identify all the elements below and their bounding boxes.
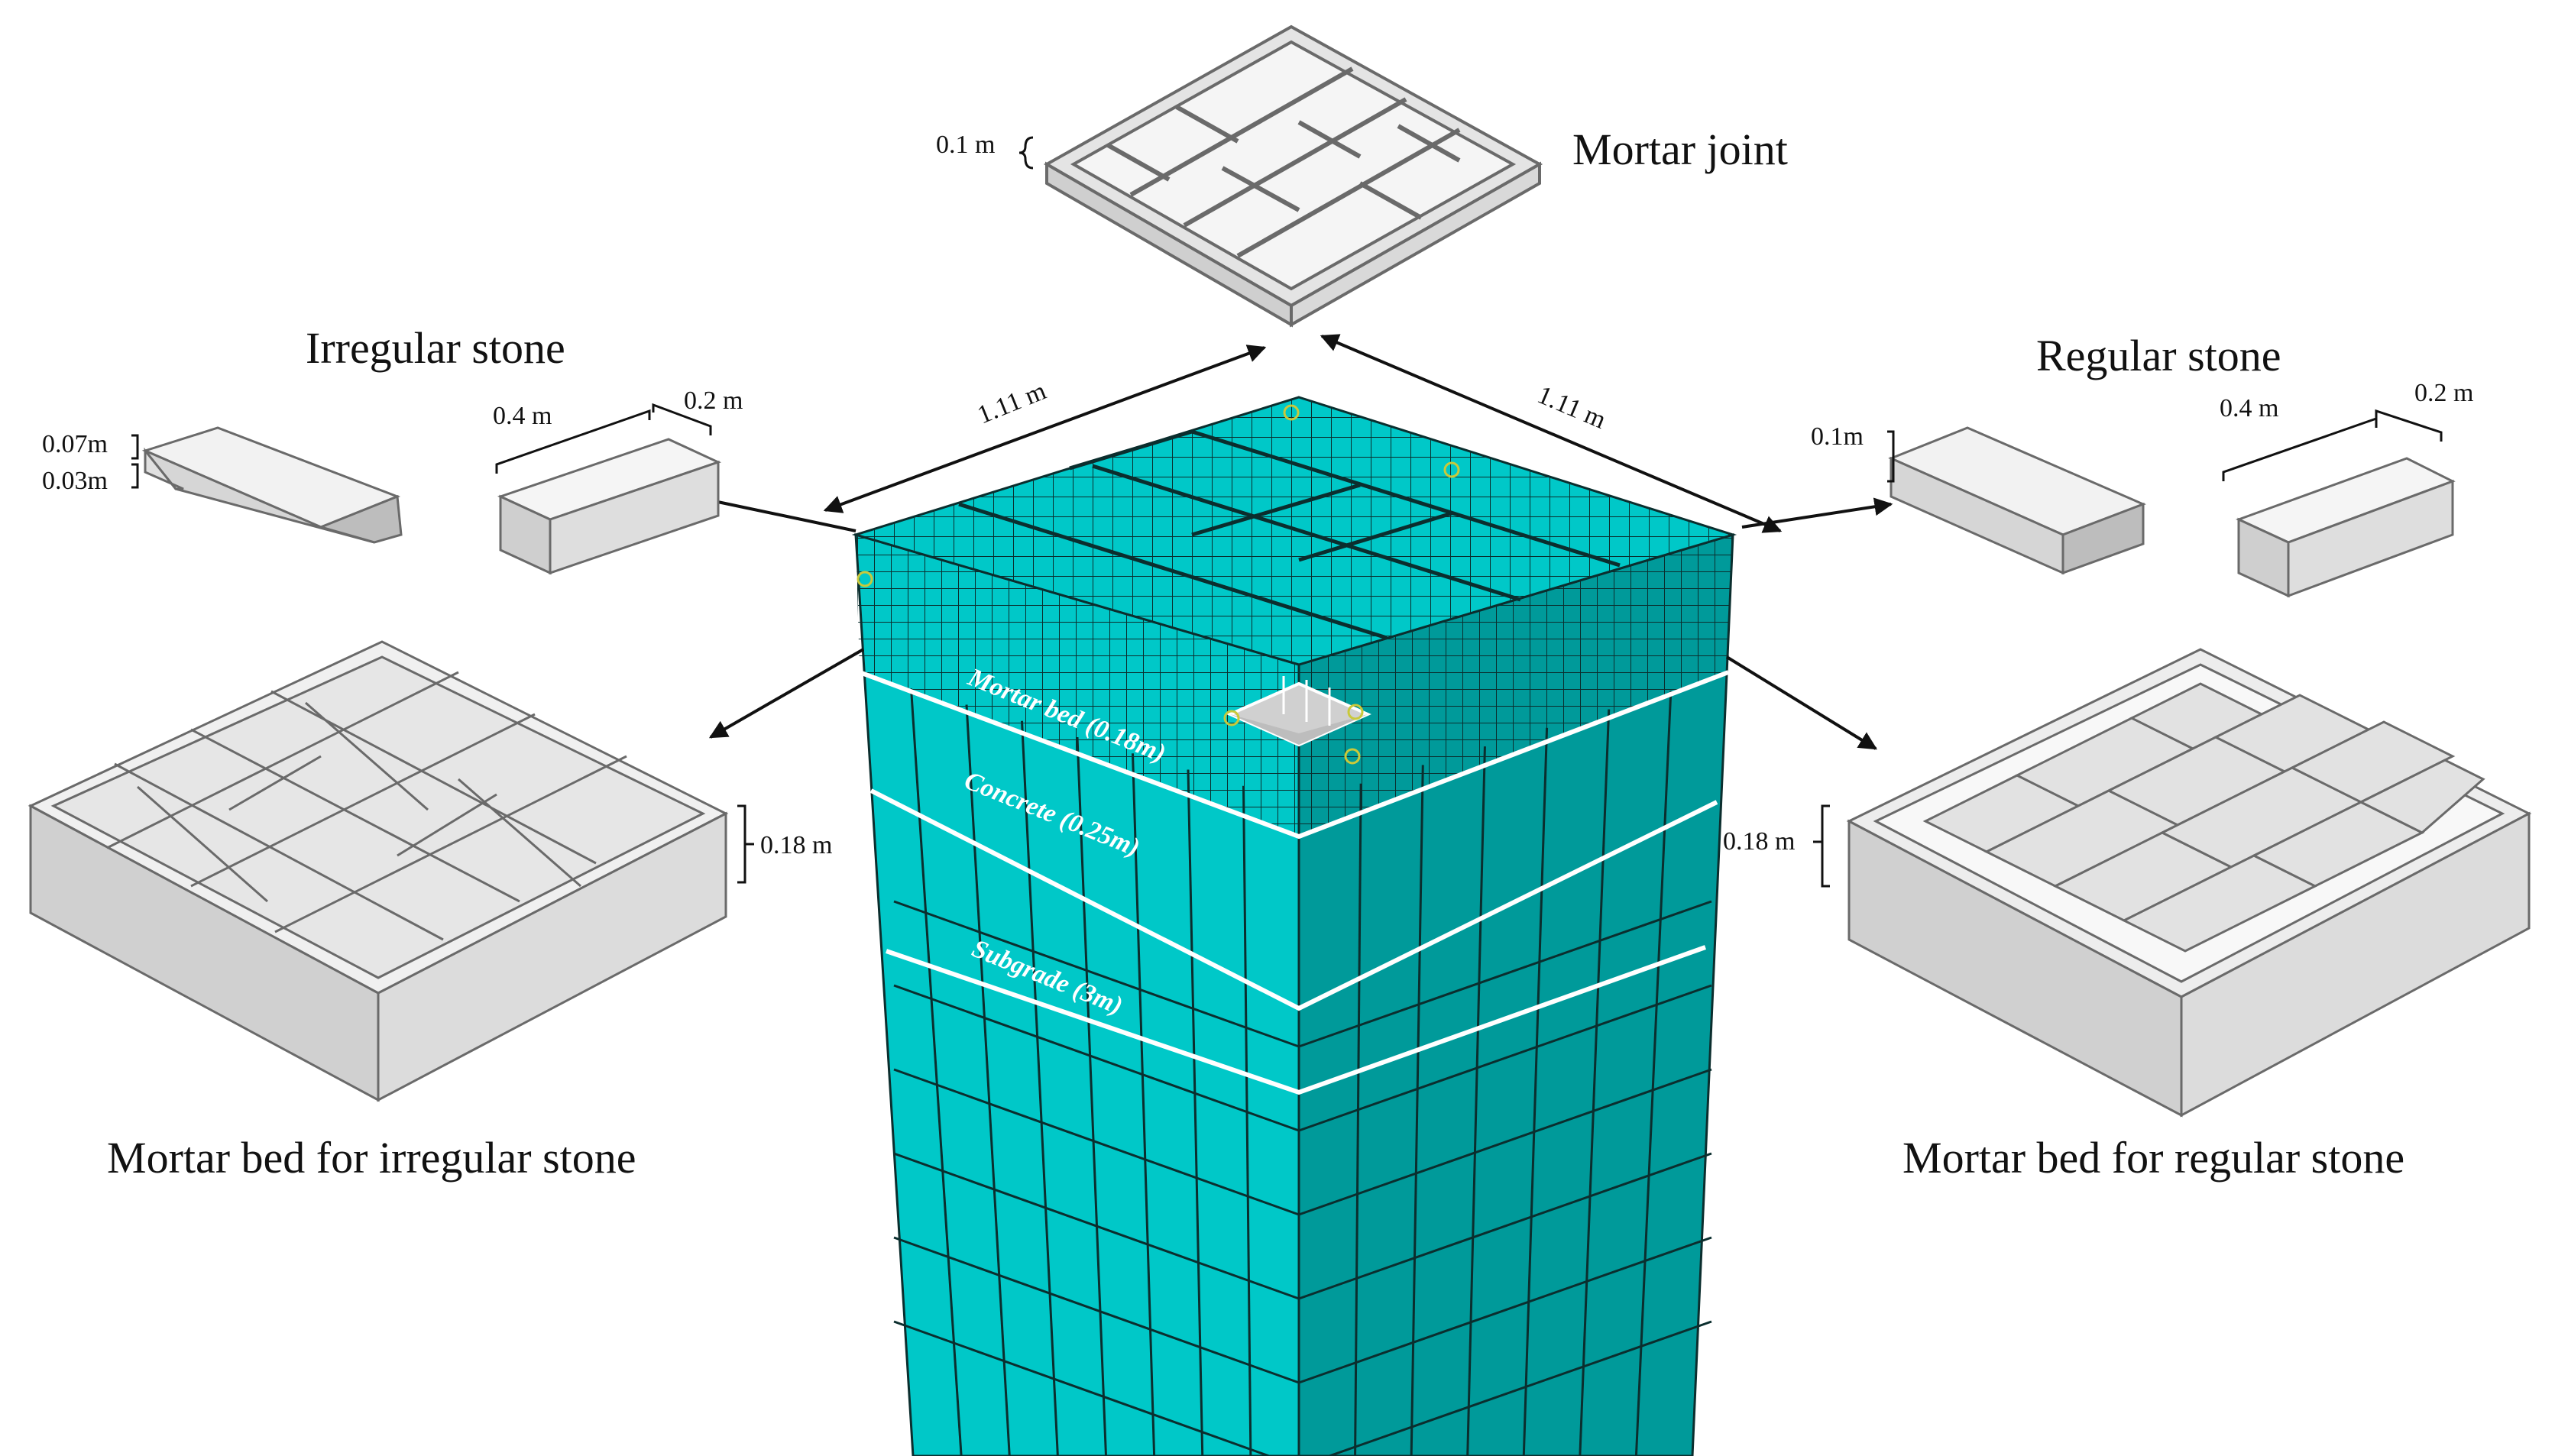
joint-thickness-label: 0.1 m: [936, 131, 995, 159]
fine-mesh-left-band: [856, 535, 1299, 836]
mesh-line: [893, 1320, 1273, 1456]
mesh-line: [1187, 769, 1204, 1456]
regular-width-brace: [2375, 409, 2443, 442]
bed-thickness-brace-left: [737, 804, 754, 884]
mesh-line: [1298, 1152, 1712, 1300]
irregular-stone-label: Irregular stone: [306, 323, 565, 373]
mortar-bed-irregular-label: Mortar bed for irregular stone: [107, 1133, 636, 1183]
mortar-bed-regular-label: Mortar bed for regular stone: [1902, 1133, 2404, 1183]
mesh-line: [1076, 736, 1107, 1456]
irregular-brace: [131, 434, 139, 489]
dimension-arrows: [708, 334, 1893, 750]
irregular-stone-wedge: [141, 426, 403, 544]
mesh-line: [1298, 1236, 1712, 1384]
length-label-right: 1.11 m: [1533, 380, 1610, 434]
mesh-line: [1132, 753, 1156, 1456]
mortar-joint-label: Mortar joint: [1572, 125, 1788, 174]
mortar-bed-regular-part: [1846, 648, 2532, 1118]
mesh-line: [1021, 720, 1059, 1456]
regular-thickness-brace: [1887, 430, 1895, 483]
subgrade-boundary: [886, 945, 1707, 1095]
coarse-mesh-left: [893, 688, 1300, 1456]
mesh-line: [1242, 785, 1252, 1456]
mesh-line: [1298, 1068, 1712, 1216]
irregular-width-label: 0.2 m: [684, 387, 743, 415]
fine-mesh-right-band: [1299, 535, 1733, 836]
mortar-joint-part: [1043, 24, 1543, 328]
mesh-line: [1522, 727, 1549, 1456]
irregular-length-brace: [495, 409, 651, 474]
bed-thickness-brace-right: [1813, 804, 1830, 888]
mesh-line: [1326, 1320, 1712, 1456]
bed-thickness-label-left: 0.18 m: [760, 831, 832, 859]
irregular-width-brace: [652, 403, 712, 435]
mesh-line: [1298, 900, 1712, 1048]
mesh-line: [1298, 984, 1712, 1132]
mesh-line: [1634, 691, 1673, 1456]
mesh-line: [893, 1236, 1300, 1384]
mesh-line: [1354, 783, 1362, 1456]
mesh-line: [893, 1152, 1300, 1300]
load-plate-highlight: [1230, 714, 1368, 745]
regular-stone-block: [2236, 457, 2456, 598]
regular-thickness-label: 0.1m: [1811, 422, 1864, 451]
mortar-bed-irregular-part: [28, 640, 729, 1102]
mesh-column: Mortar bed (0.18m) Concrete (0.25m) Subg…: [851, 396, 1737, 1456]
mesh-line: [893, 1068, 1300, 1216]
coarse-mesh-right: [1298, 691, 1712, 1456]
load-arrows: [1282, 676, 1331, 726]
regular-length-brace: [2222, 416, 2378, 481]
regular-length-label: 0.4 m: [2220, 394, 2278, 422]
irregular-length-label: 0.4 m: [493, 402, 552, 430]
bed-thickness-label-right: 0.18 m: [1723, 827, 1795, 856]
irregular-top-label: 0.07m: [42, 430, 108, 458]
length-label-left: 1.11 m: [973, 377, 1050, 429]
mesh-line: [965, 704, 1011, 1456]
mesh-line: [1410, 765, 1424, 1456]
mesh-line: [1579, 709, 1611, 1456]
irregular-bottom-label: 0.03m: [42, 467, 108, 495]
joint-thickness-brace: [1018, 136, 1034, 170]
concrete-boundary: [869, 788, 1718, 1011]
mesh-line: [893, 984, 1300, 1132]
regular-stone-wedge: [1888, 426, 2146, 575]
mortar-bed-boundary: [858, 670, 1730, 840]
mesh-line: [893, 900, 1300, 1048]
mesh-line: [1466, 746, 1486, 1456]
regular-stone-label: Regular stone: [2036, 331, 2281, 380]
irregular-stone-block: [497, 438, 722, 575]
regular-width-label: 0.2 m: [2414, 379, 2473, 407]
